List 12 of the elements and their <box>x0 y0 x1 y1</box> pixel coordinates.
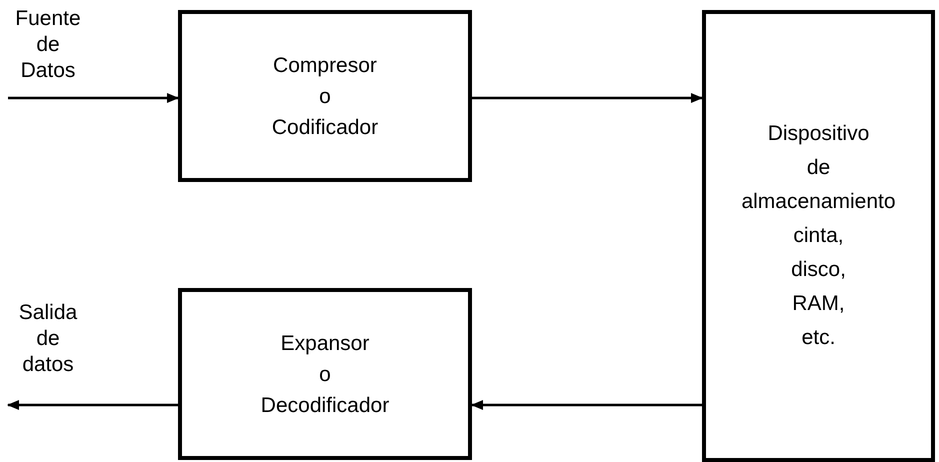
io-label: Fuente de Datos <box>14 6 82 84</box>
process-box <box>178 10 472 182</box>
arrow <box>8 93 179 103</box>
box-label: Compresor o Codificador <box>272 52 378 140</box>
process-box <box>178 288 472 460</box>
arrow <box>471 400 702 410</box>
box-label: Dispositivo de almacenamiento cinta, disco, RAM, etc. <box>741 121 896 351</box>
process-box <box>702 10 935 462</box>
io-label: Salida de datos <box>18 300 78 378</box>
arrow <box>472 93 703 103</box>
arrow <box>7 400 178 410</box>
box-label: Expansor o Decodificador <box>260 330 390 418</box>
